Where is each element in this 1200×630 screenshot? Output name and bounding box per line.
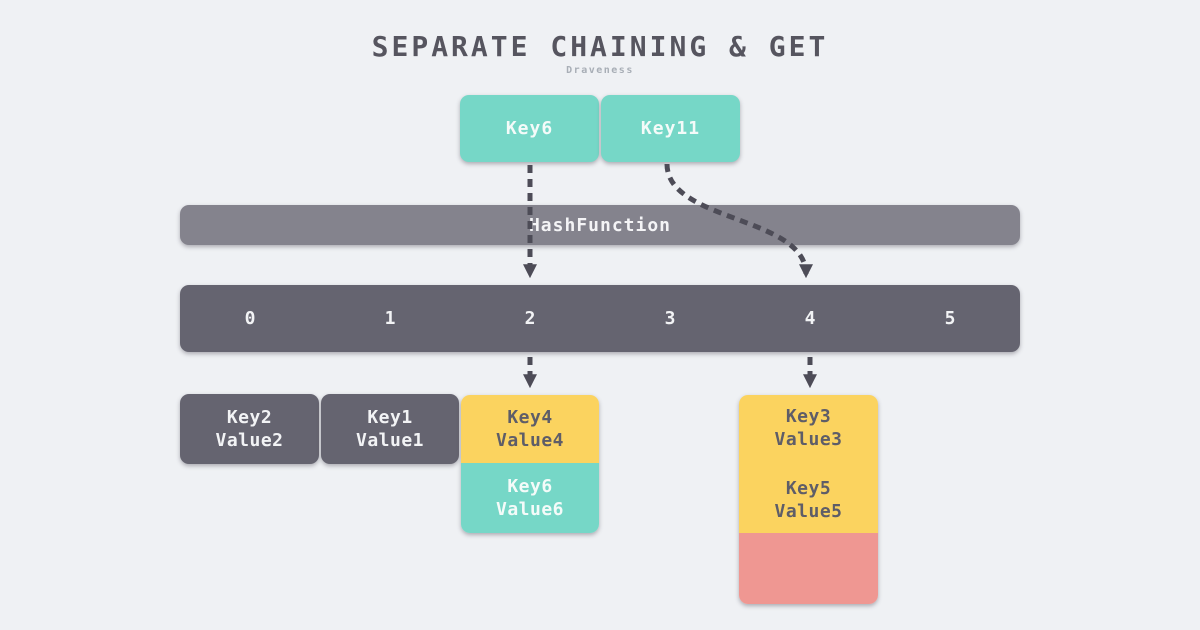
chain-entry-key6: Key6 Value6	[461, 463, 599, 533]
hash-function-bar: HashFunction	[180, 205, 1020, 245]
hash-function-label: HashFunction	[528, 214, 672, 236]
key-node-key6: Key6	[460, 95, 599, 162]
key-node-label: Key6	[505, 118, 554, 139]
chain-entry-key3: Key3 Value3	[774, 405, 842, 451]
entry-key: Key4	[507, 407, 553, 428]
entry-value: Value2	[215, 430, 284, 451]
entry-value: Value1	[355, 430, 425, 451]
bucket-index-1: 1	[384, 308, 396, 329]
key-node-key11: Key11	[601, 95, 740, 162]
bucket-index-3: 3	[664, 308, 676, 329]
entry-value: Value6	[495, 499, 565, 520]
author-watermark: Draveness	[566, 65, 634, 76]
bucket-index-2: 2	[524, 308, 536, 329]
bucket-index-5: 5	[944, 308, 956, 329]
page-title: SEPARATE CHAINING & GET	[371, 30, 829, 63]
chain-entries-key3-key5: Key3 Value3 Key5 Value5	[739, 395, 878, 533]
chain-entry-key5: Key5 Value5	[774, 477, 842, 523]
chain-entry-key1: Key1 Value1	[321, 394, 459, 464]
chain-entry-empty-slot	[739, 533, 878, 604]
entry-key: Key6	[507, 476, 553, 497]
entry-key: Key1	[367, 407, 413, 428]
bucket-array-bar: 0 1 2 3 4 5	[180, 285, 1020, 352]
bucket-index-0: 0	[244, 308, 256, 329]
bucket-index-4: 4	[804, 308, 816, 329]
entry-key: Key5	[785, 478, 832, 499]
chain-column-bucket4: Key3 Value3 Key5 Value5	[739, 395, 878, 604]
key-node-label: Key11	[640, 118, 701, 139]
entry-value: Value4	[495, 430, 565, 451]
entry-key: Key2	[226, 407, 273, 428]
entry-value: Value3	[774, 429, 843, 450]
entry-key: Key3	[785, 406, 832, 427]
entry-value: Value5	[774, 501, 843, 522]
chain-entry-key2: Key2 Value2	[180, 394, 319, 464]
chain-entry-key4: Key4 Value4	[461, 395, 599, 463]
chain-column-bucket2: Key4 Value4 Key6 Value6	[461, 395, 599, 533]
